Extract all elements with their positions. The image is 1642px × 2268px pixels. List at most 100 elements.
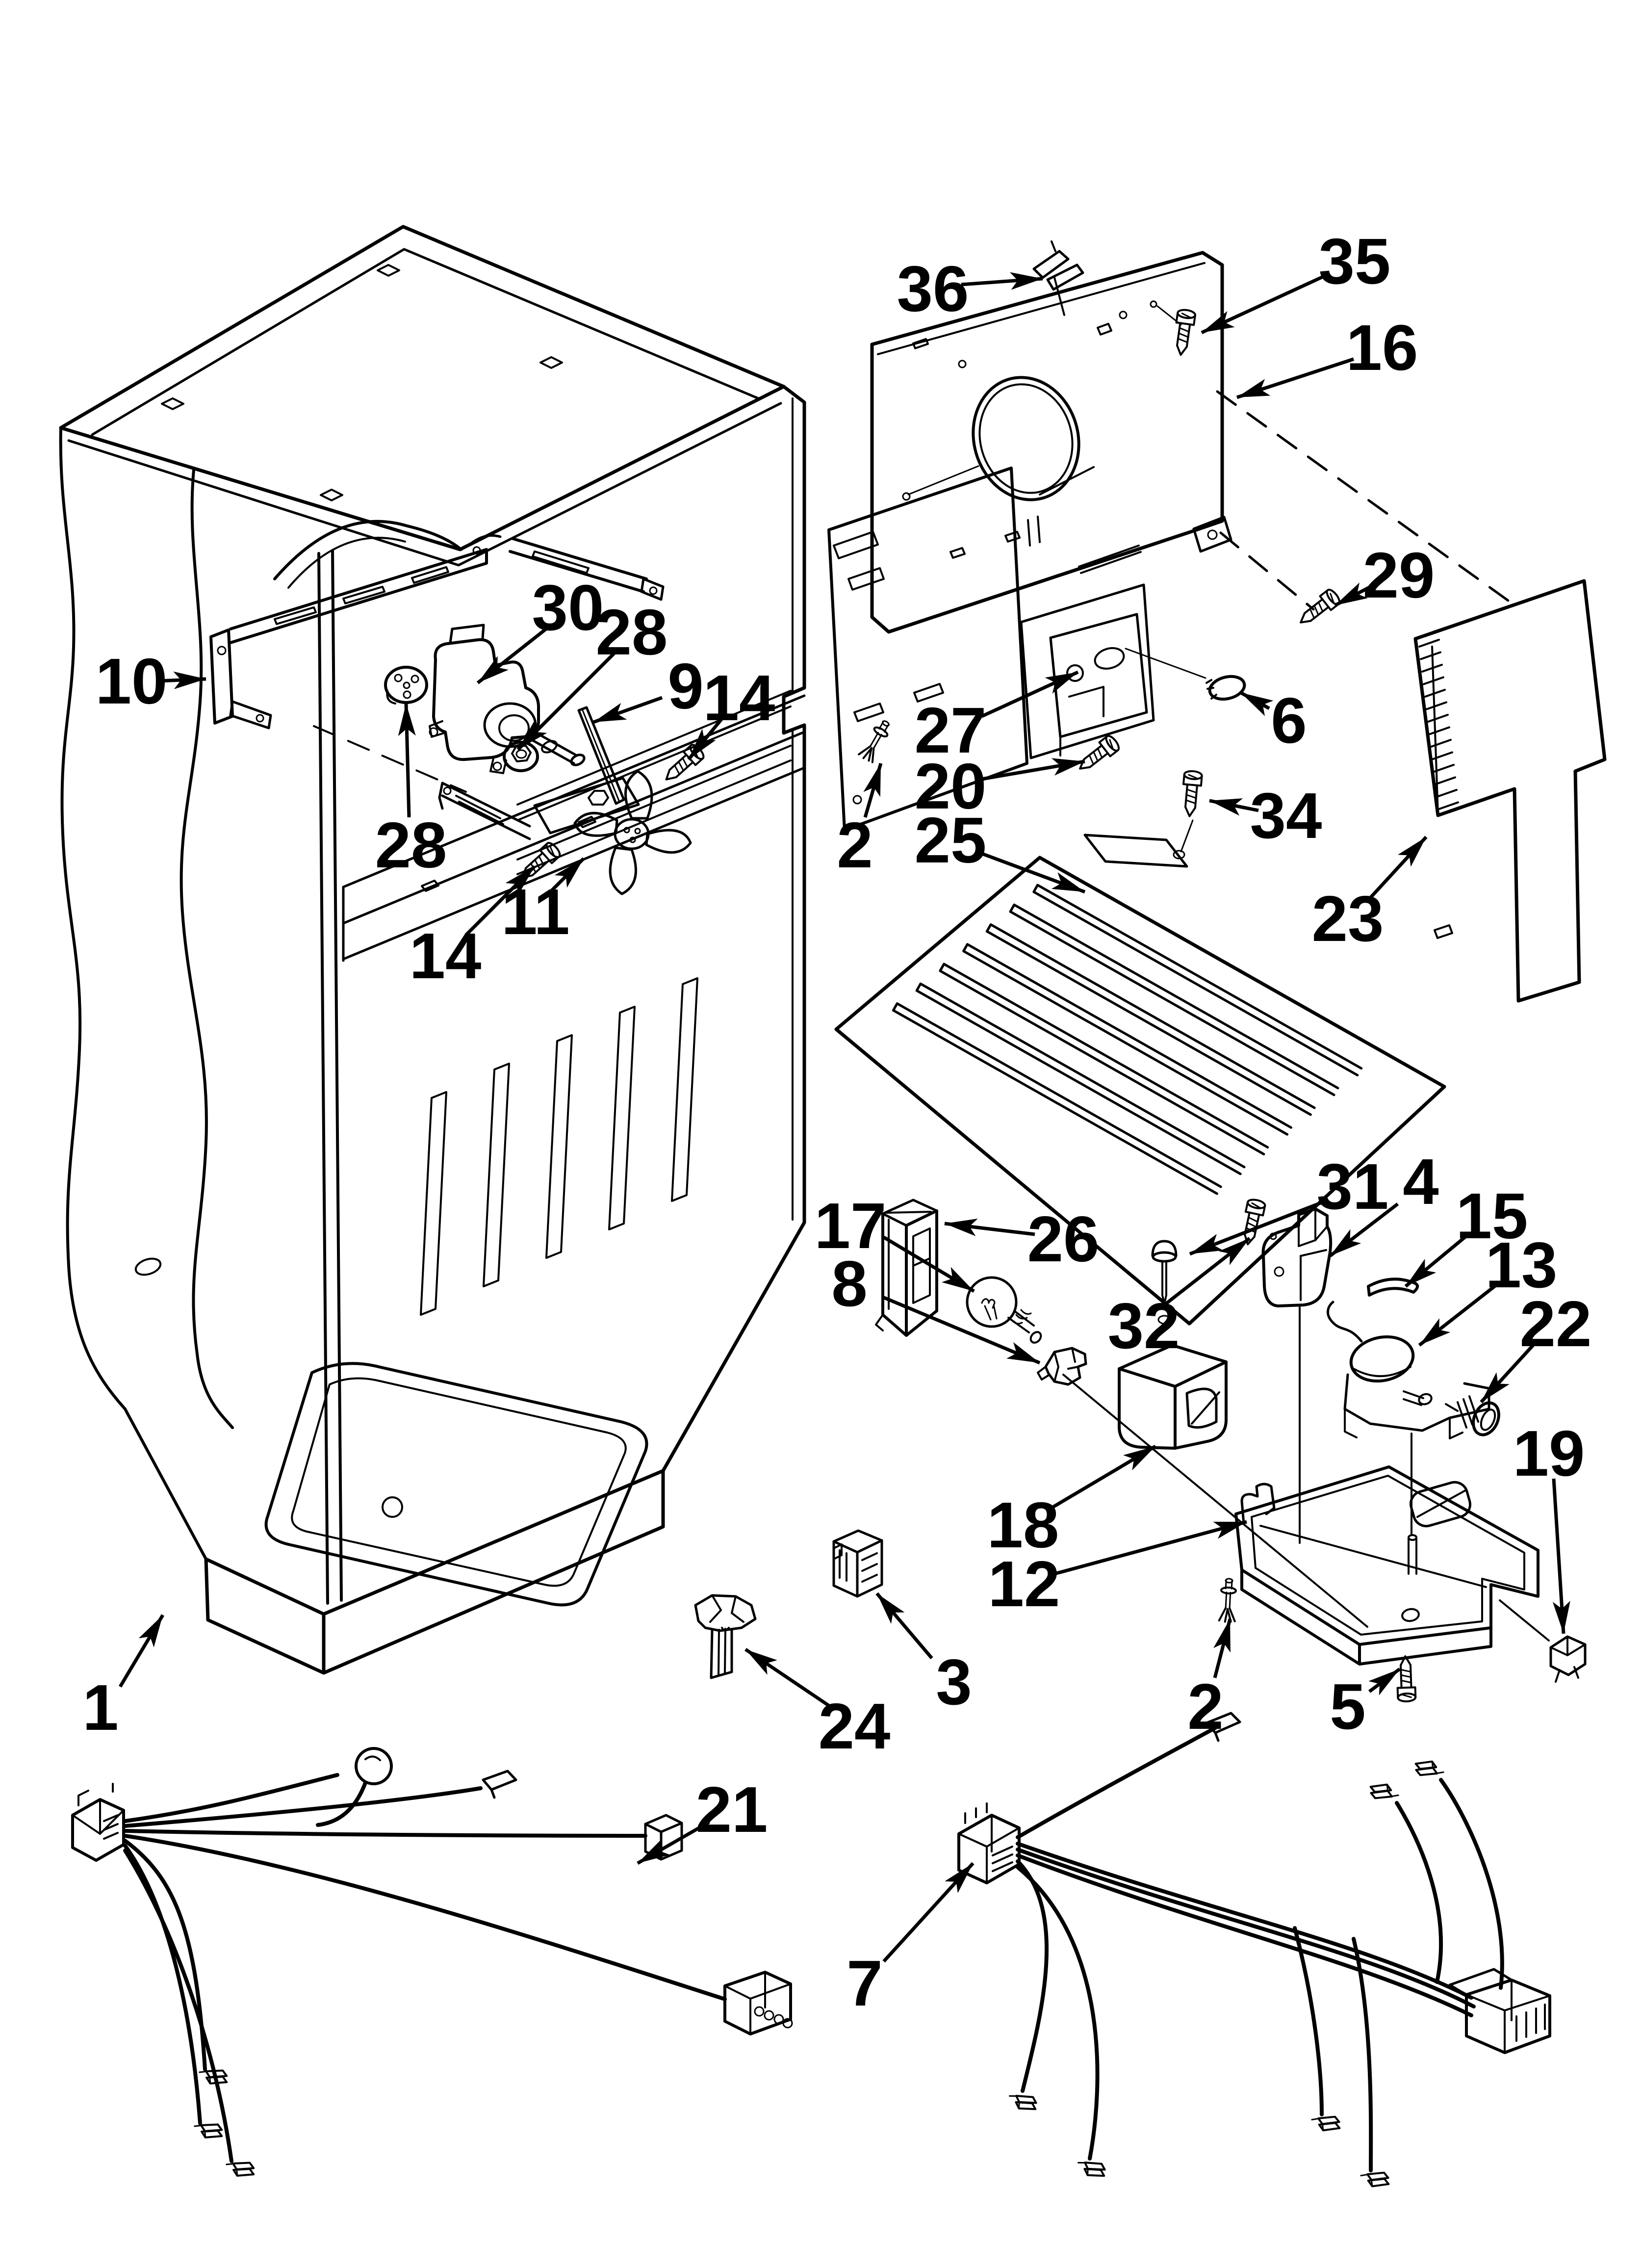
callout-label-20: 20 xyxy=(915,750,987,822)
callout-21: 21 xyxy=(637,1773,768,1865)
callout-label-27: 27 xyxy=(915,694,987,766)
evaporator-fan-motor-30 xyxy=(429,624,586,774)
callout-label-6: 6 xyxy=(1271,684,1307,756)
callout-14b: 14 xyxy=(410,865,536,992)
push-fastener-2-lower xyxy=(1219,1578,1237,1622)
hole-plug-6 xyxy=(1206,675,1254,701)
callout-label-4: 4 xyxy=(1403,1146,1438,1218)
callout-17: 17 xyxy=(815,1190,975,1293)
callout-label-35: 35 xyxy=(1319,225,1391,297)
callout-6: 6 xyxy=(1240,684,1307,756)
bulb-socket-8 xyxy=(1037,1347,1368,1628)
mounting-rail-10 xyxy=(209,534,665,793)
wire-harness-21 xyxy=(71,1747,793,2182)
callout-label-24: 24 xyxy=(819,1690,891,1762)
callout-31: 31 xyxy=(1189,1150,1389,1256)
callout-label-2b: 2 xyxy=(1187,1670,1223,1743)
evaporator-plate-25 xyxy=(834,834,1446,1326)
liner-cabinet xyxy=(59,225,806,1675)
callout-label-1: 1 xyxy=(82,1671,118,1744)
screw-5 xyxy=(1396,1656,1415,1701)
callout-label-31: 31 xyxy=(1317,1150,1389,1223)
rear-air-panel-16 xyxy=(870,251,1515,634)
harness21-box-connector xyxy=(644,1814,683,1861)
harness7-flag-terminal xyxy=(1205,1712,1241,1742)
callout-15: 15 xyxy=(1404,1180,1528,1288)
callout-label-11: 11 xyxy=(501,876,570,948)
callout-10: 10 xyxy=(96,645,206,717)
callout-2a: 2 xyxy=(837,763,883,881)
callout-27: 27 xyxy=(915,670,1079,766)
callout-label-34: 34 xyxy=(1250,780,1322,852)
callout-label-23: 23 xyxy=(1312,883,1384,955)
callout-16: 16 xyxy=(1236,312,1418,399)
harness21-flag-terminal xyxy=(482,1770,517,1799)
callout-label-32: 32 xyxy=(1108,1290,1180,1362)
callout-label-9: 9 xyxy=(667,650,703,722)
callout-label-7: 7 xyxy=(847,1947,882,2019)
callouts-layer: 1223456789101112131414151617181920212223… xyxy=(82,225,1591,2019)
clip-3 xyxy=(832,1529,883,1598)
harness7-block xyxy=(1448,1968,1551,2054)
evaporator-cover-23 xyxy=(1413,579,1607,1003)
callout-4: 4 xyxy=(1329,1146,1439,1257)
callout-label-26: 26 xyxy=(1027,1203,1100,1275)
callout-label-28a: 28 xyxy=(596,596,668,668)
callout-23: 23 xyxy=(1312,835,1428,955)
screw-35-hole xyxy=(1150,300,1157,308)
callout-label-22: 22 xyxy=(1520,1288,1592,1360)
callout-25: 25 xyxy=(915,804,1086,894)
callout-12: 12 xyxy=(988,1520,1247,1620)
callout-label-28b: 28 xyxy=(375,809,447,881)
callout-5: 5 xyxy=(1330,1668,1401,1743)
callout-label-2a: 2 xyxy=(837,809,872,881)
callout-22: 22 xyxy=(1480,1288,1592,1404)
callout-36: 36 xyxy=(897,253,1043,325)
callout-label-13: 13 xyxy=(1486,1229,1558,1301)
callout-label-12: 12 xyxy=(988,1548,1060,1620)
callout-label-19: 19 xyxy=(1513,1417,1585,1489)
callout-32: 32 xyxy=(1108,1237,1251,1362)
screw-34-leader xyxy=(1180,819,1194,853)
wire-harness-7 xyxy=(957,1712,1551,2191)
cold-control-thermostat-13 xyxy=(1327,1301,1490,1536)
callout-19: 19 xyxy=(1513,1417,1585,1634)
light-bulb-17 xyxy=(966,1276,1042,1344)
callout-label-14a: 14 xyxy=(703,662,775,734)
callout-14a: 14 xyxy=(687,662,775,761)
wire-clip-15 xyxy=(1367,1277,1419,1297)
callout-34: 34 xyxy=(1209,780,1322,852)
fan-blade-11 xyxy=(573,770,692,895)
callout-28a: 28 xyxy=(516,596,668,751)
callout-label-14b: 14 xyxy=(410,920,482,992)
callout-label-18: 18 xyxy=(987,1489,1059,1561)
callout-label-36: 36 xyxy=(897,253,969,325)
screw-34 xyxy=(1180,769,1204,818)
support-bracket-26 xyxy=(875,1199,938,1337)
callout-18: 18 xyxy=(987,1444,1156,1561)
callout-label-30: 30 xyxy=(532,572,604,644)
rear-panel-left-sheet xyxy=(827,467,1028,832)
liner-ribs xyxy=(420,977,698,1316)
callout-1: 1 xyxy=(82,1614,165,1744)
callout-29: 29 xyxy=(1334,539,1435,611)
callout-label-8: 8 xyxy=(831,1248,867,1320)
callout-35: 35 xyxy=(1201,225,1391,335)
screw-32 xyxy=(1238,1197,1267,1248)
callout-7: 7 xyxy=(847,1862,975,2019)
motor-grommet-28-left xyxy=(384,666,428,704)
callout-label-16: 16 xyxy=(1346,312,1418,384)
screw-29 xyxy=(1294,586,1343,630)
callout-label-29: 29 xyxy=(1363,539,1435,611)
fan-bracket-9 xyxy=(438,706,640,840)
screw-20 xyxy=(1074,732,1122,777)
callout-24: 24 xyxy=(744,1648,891,1762)
terminal-22 xyxy=(1445,1395,1500,1436)
callout-28b: 28 xyxy=(375,703,447,881)
support-24 xyxy=(694,1594,757,1679)
callout-20: 20 xyxy=(915,750,1085,822)
drain-pan-12 xyxy=(1234,1465,1550,1666)
callout-8: 8 xyxy=(831,1248,1041,1365)
callout-label-21: 21 xyxy=(696,1773,768,1846)
